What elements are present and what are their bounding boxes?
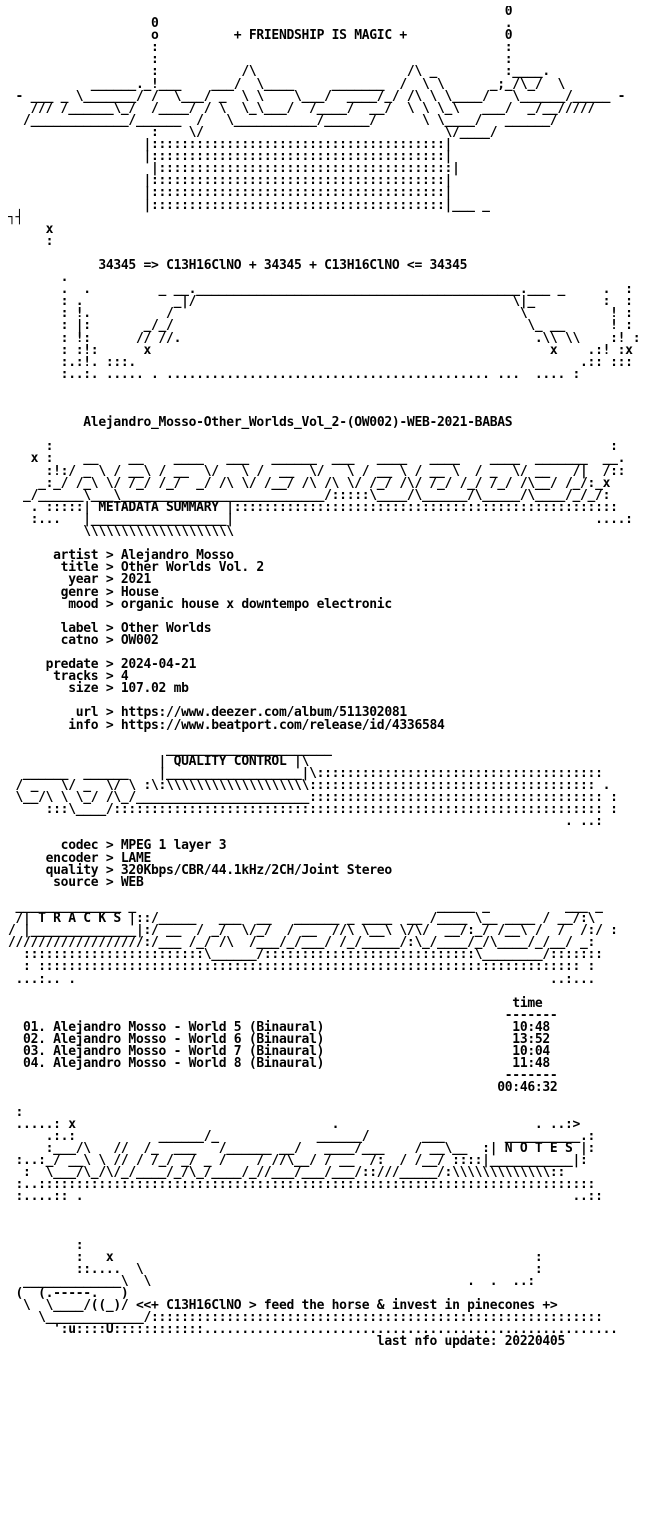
header-side-art: ┐┤ x . : x (8, 209, 54, 249)
last-update: last nfo update: 20220405 (8, 1334, 565, 1350)
footer-art-end: \_____________/:::::::::::::::::::::::::… (38, 1310, 618, 1338)
metadata-fields: artist > Alejandro Mosso title > Other W… (45, 548, 445, 733)
notes-section-header: : .....: x . . ..:> .:.: ______/_ ______… (15, 1104, 603, 1205)
header-art-bottom: . . . _ __._____________________________… (60, 270, 640, 382)
spacer (8, 1094, 640, 1106)
formula-line: 34345 => C13H16ClNO + 34345 + C13H16ClNO… (8, 248, 640, 272)
release-name: Alejandro_Mosso-Other_Worlds_Vol_2-(OW00… (8, 415, 640, 431)
nfo-document: 0 0 . o + FRIENDSHIP IS MAGIC + 0 : (8, 6, 640, 1530)
release-name-text: Alejandro_Mosso-Other_Worlds_Vol_2-(OW00… (83, 415, 513, 431)
tracks-section-header: ______________ _ _____ _ ___ _ /| T R A … (8, 898, 618, 987)
tagline: C13H16ClNO > feed the horse & invest in … (166, 1298, 558, 1314)
track-list: time ------- 01. Alejandro Mosso - World… (23, 995, 558, 1096)
formula-text: 34345 => C13H16ClNO + 34345 + C13H16ClNO… (98, 257, 468, 273)
header-art: 0 0 . o + FRIENDSHIP IS MAGIC + 0 : (15, 6, 626, 213)
metadata-section-header: : : x : __ __ ____ ___ ______ ___ ____ _… (23, 439, 633, 540)
spacer (8, 381, 640, 417)
sigil-glyph: ┐┤ (8, 209, 24, 225)
footer-art-top: : : x : ::.... \ : _____________\ \ (15, 1237, 543, 1314)
quality-section-header: ______________________ | QUALITY CONTROL… (15, 741, 618, 830)
spacer (8, 1203, 640, 1239)
quality-fields: codec > MPEG 1 layer 3 encoder > LAME qu… (45, 838, 393, 890)
footer-art: : : x : ::.... \ : _____________\ \ (8, 1237, 640, 1338)
